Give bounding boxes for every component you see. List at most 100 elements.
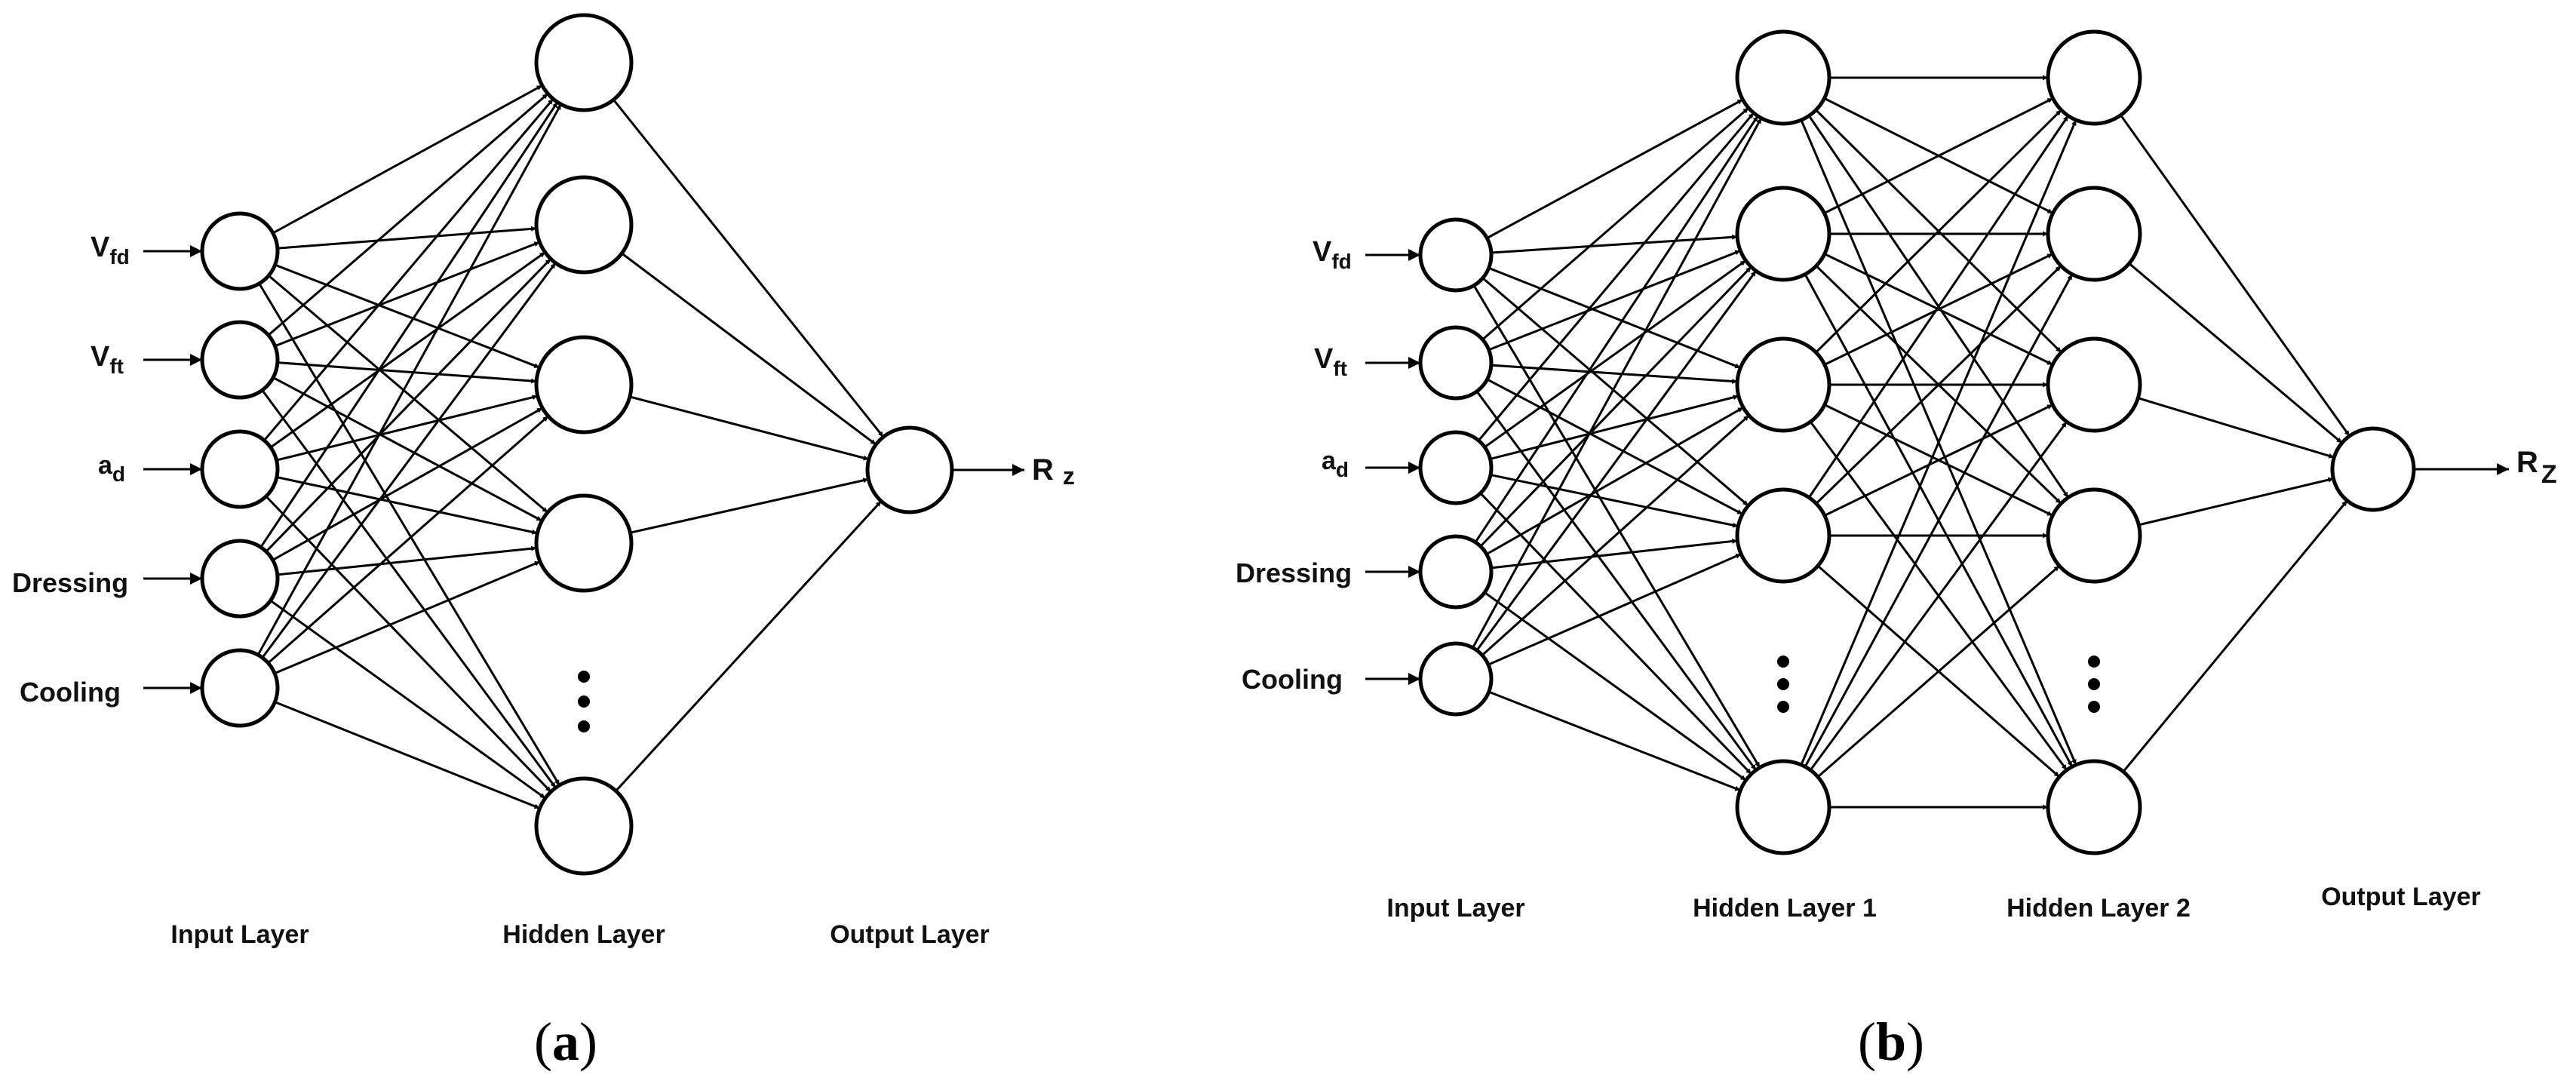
connection-input-hidden1: [1478, 112, 1755, 441]
connection-input-hidden1: [1490, 474, 1739, 528]
ellipsis-dot: [1777, 678, 1789, 690]
hidden1-neuron: [1735, 336, 1831, 433]
input-neuron: [1418, 430, 1494, 505]
layer-title-input: Input Layer: [170, 920, 309, 949]
ellipsis-dot: [578, 720, 590, 732]
layer-title-hidden1: Hidden Layer 1: [1693, 894, 1877, 923]
connection-input-hidden1: [1475, 270, 1758, 652]
hidden2-neuron: [2046, 336, 2142, 433]
input-neuron: [200, 648, 280, 728]
connection-hidden1-hidden2: [1816, 565, 2061, 778]
ellipsis-dot: [578, 695, 590, 708]
connection-input-hidden1: [1488, 249, 1741, 352]
connection-input-hidden1: [1486, 98, 1744, 239]
hidden1-neuron: [1735, 29, 1831, 126]
connection-hidden1-hidden2: [1809, 421, 2068, 771]
hidden-neuron: [534, 776, 634, 876]
diagram-b-neurons: [1418, 29, 2416, 855]
connection-hidden-output: [615, 500, 883, 792]
connection-input-hidden1: [1486, 378, 1743, 515]
connection-input-hidden1: [1479, 492, 1752, 775]
connection-hidden2-output: [2120, 114, 2350, 437]
connection-input-hidden1: [1488, 690, 1741, 792]
layer-title-input: Input Layer: [1386, 894, 1524, 923]
hidden-neuron: [534, 335, 634, 434]
diagram-b-ellipsis-hidden1: [1777, 656, 1789, 713]
diagram-a-input-labels: Vfd Vft ad Dressing Cooling: [12, 232, 130, 708]
input-neuron: [1418, 217, 1494, 293]
hidden-neuron: [534, 493, 634, 593]
hidden2-neuron: [2046, 29, 2142, 126]
connection-input-hidden: [267, 415, 549, 665]
connection-input-hidden: [259, 101, 559, 548]
connection-input-hidden: [274, 560, 541, 674]
output-neuron: [2330, 426, 2416, 512]
connection-input-hidden: [256, 103, 562, 656]
connection-input-hidden: [269, 599, 546, 800]
connection-input-hidden: [268, 275, 548, 514]
connection-input-hidden1: [1472, 284, 1761, 769]
connection-hidden-output: [621, 252, 877, 446]
diagram-b-connections: [1365, 75, 2509, 810]
caption-b: (b): [1858, 1012, 1924, 1072]
connection-input-hidden1: [1472, 117, 1763, 649]
input-neuron: [1418, 325, 1494, 401]
hidden1-neuron: [1735, 186, 1831, 282]
connection-hidden1-hidden2: [1815, 265, 2062, 505]
hidden-neuron: [534, 13, 634, 112]
hidden2-neuron: [2046, 487, 2142, 584]
input-neuron: [200, 539, 280, 619]
connection-input-hidden: [261, 262, 557, 659]
input-label-ad: ad: [1322, 447, 1349, 481]
connection-input-hidden1: [1490, 395, 1739, 460]
connection-hidden2-output: [2138, 477, 2334, 527]
connection-input-hidden1: [1491, 538, 1738, 570]
connection-input-hidden: [277, 361, 537, 384]
connection-input-hidden: [276, 476, 538, 535]
connection-hidden1-hidden2: [1808, 115, 2069, 499]
connection-input-hidden: [265, 495, 552, 793]
ellipsis-dot: [2088, 701, 2100, 713]
ellipsis-dot: [578, 671, 590, 683]
input-label-vfd: Vfd: [91, 232, 130, 269]
diagram-b-input-labels: Vfd Vft ad Dressing Cooling: [1236, 236, 1352, 695]
connection-input-hidden1: [1481, 277, 1749, 507]
connection-input-hidden1: [1481, 414, 1750, 656]
connection-input-hidden: [277, 545, 537, 576]
connection-input-hidden1: [1491, 234, 1738, 254]
connection-input-hidden1: [1488, 553, 1742, 666]
output-neuron: [865, 425, 954, 514]
connection-input-hidden1: [1486, 406, 1744, 555]
layer-title-hidden2: Hidden Layer 2: [2006, 894, 2191, 923]
hidden-neuron: [534, 175, 634, 275]
input-label-dressing: Dressing: [1236, 557, 1352, 588]
input-label-vfd: Vfd: [1313, 236, 1352, 273]
connection-input-hidden1: [1484, 591, 1747, 781]
connection-hidden2-output: [2137, 397, 2335, 459]
hidden1-neuron: [1735, 487, 1831, 584]
diagram-a-connections: [143, 84, 1024, 809]
connection-input-hidden: [274, 701, 541, 809]
ellipsis-dot: [1777, 656, 1789, 668]
input-label-ad: ad: [98, 451, 125, 486]
connection-hidden-output: [613, 99, 885, 438]
diagram-a-ellipsis: [578, 671, 590, 732]
caption-a: (a): [534, 1012, 597, 1072]
connection-input-hidden: [258, 283, 560, 786]
connection-input-hidden1: [1479, 266, 1752, 548]
connection-input-hidden1: [1475, 390, 1758, 771]
hidden1-neuron: [1735, 759, 1831, 855]
connection-input-hidden1: [1484, 259, 1747, 448]
layer-title-output: Output Layer: [830, 920, 990, 949]
connection-input-hidden: [276, 395, 539, 462]
layer-title-hidden: Hidden Layer: [502, 920, 665, 949]
connection-hidden1-hidden2: [1824, 404, 2053, 517]
connection-hidden1-hidden2: [1804, 273, 2074, 768]
input-neuron: [200, 211, 280, 291]
connection-input-hidden: [272, 407, 543, 561]
